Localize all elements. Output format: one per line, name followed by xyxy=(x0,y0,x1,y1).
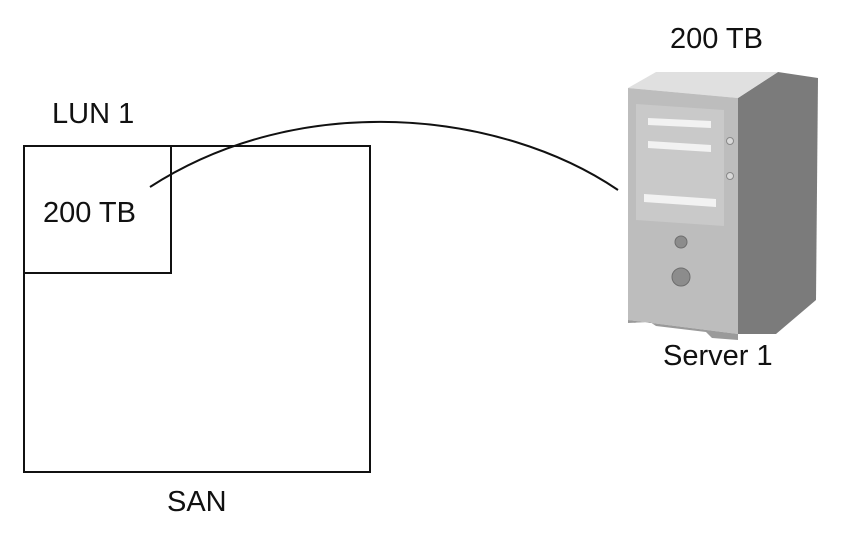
drive-slot xyxy=(648,118,711,128)
connection-line xyxy=(149,120,619,191)
server-size: 200 TB xyxy=(670,23,763,55)
server-label: Server 1 xyxy=(663,340,773,372)
lun-box xyxy=(23,145,172,274)
drive-slot xyxy=(648,141,711,152)
lun-size: 200 TB xyxy=(43,197,136,229)
san-box xyxy=(23,145,371,473)
drive-slot xyxy=(644,194,716,207)
reset-button-icon xyxy=(674,235,688,249)
server-tower-icon xyxy=(628,72,818,340)
power-button-icon xyxy=(671,267,691,287)
san-label: SAN xyxy=(167,486,227,518)
lun-title: LUN 1 xyxy=(52,98,135,130)
